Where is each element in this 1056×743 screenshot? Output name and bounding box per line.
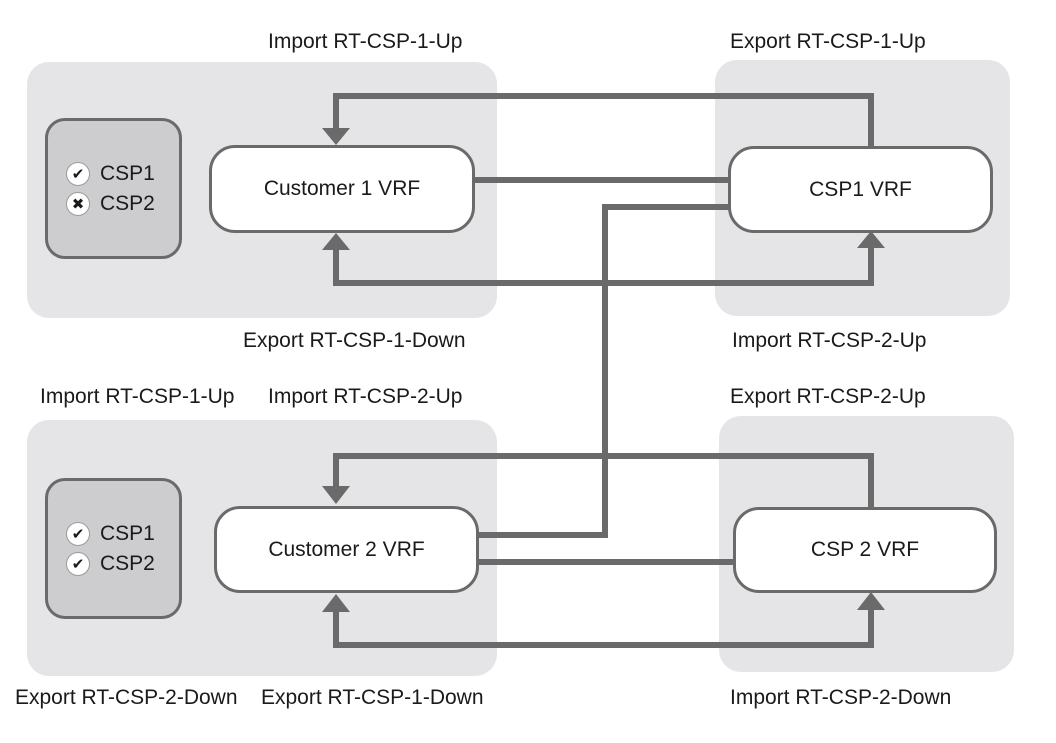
customer-2-vrf: Customer 2 VRF	[214, 506, 479, 593]
customer-2-export-csp1-label: Export RT-CSP-1-Down	[261, 686, 484, 709]
legend-row-csp1: ✔ CSP1	[66, 159, 179, 189]
bottom-export-arrow-line	[333, 453, 874, 509]
legend-row-csp2: ✖ CSP2	[66, 189, 179, 219]
customer-2-import-csp2-label: Import RT-CSP-2-Up	[268, 385, 463, 408]
check-icon: ✔	[66, 161, 90, 186]
arrowhead-down-customer1	[322, 128, 350, 145]
check-icon: ✔	[66, 521, 90, 546]
customer-2-csp-legend: ✔ CSP1 ✔ CSP2	[45, 478, 182, 619]
legend-label: CSP1	[100, 161, 155, 185]
legend-row-csp1: ✔ CSP1	[66, 519, 179, 549]
cross-icon: ✖	[66, 191, 90, 216]
csp-1-vrf: CSP1 VRF	[728, 146, 993, 233]
arrowhead-down-customer2	[322, 486, 350, 504]
bottom-import-arrow-line	[333, 608, 874, 648]
top-export-arrow-line	[333, 93, 874, 148]
csp-2-export-label: Export RT-CSP-2-Up	[730, 385, 926, 408]
arrowhead-up-csp2	[857, 592, 885, 610]
legend-row-csp2: ✔ CSP2	[66, 549, 179, 579]
customer-2-import-csp1-label: Import RT-CSP-1-Up	[40, 385, 235, 408]
customer-1-import-label: Import RT-CSP-1-Up	[268, 30, 463, 53]
customer-1-csp-legend: ✔ CSP1 ✖ CSP2	[45, 118, 182, 259]
csp-2-import-label: Import RT-CSP-2-Down	[730, 686, 952, 709]
csp-2-vrf: CSP 2 VRF	[733, 507, 997, 593]
arrowhead-up-customer1	[322, 233, 350, 250]
legend-label: CSP1	[100, 521, 155, 545]
customer-2-export-csp2-label: Export RT-CSP-2-Down	[15, 686, 238, 709]
legend-label: CSP2	[100, 191, 155, 215]
arrowhead-up-customer2	[322, 594, 350, 612]
customer-1-export-label: Export RT-CSP-1-Down	[243, 329, 466, 352]
check-icon: ✔	[66, 551, 90, 576]
legend-label: CSP2	[100, 551, 155, 575]
csp1-customer2-link	[476, 204, 731, 538]
csp-1-export-label: Export RT-CSP-1-Up	[730, 30, 926, 53]
csp-1-import-label: Import RT-CSP-2-Up	[732, 329, 927, 352]
arrowhead-up-csp1	[857, 231, 885, 248]
customer-1-vrf: Customer 1 VRF	[209, 145, 475, 233]
